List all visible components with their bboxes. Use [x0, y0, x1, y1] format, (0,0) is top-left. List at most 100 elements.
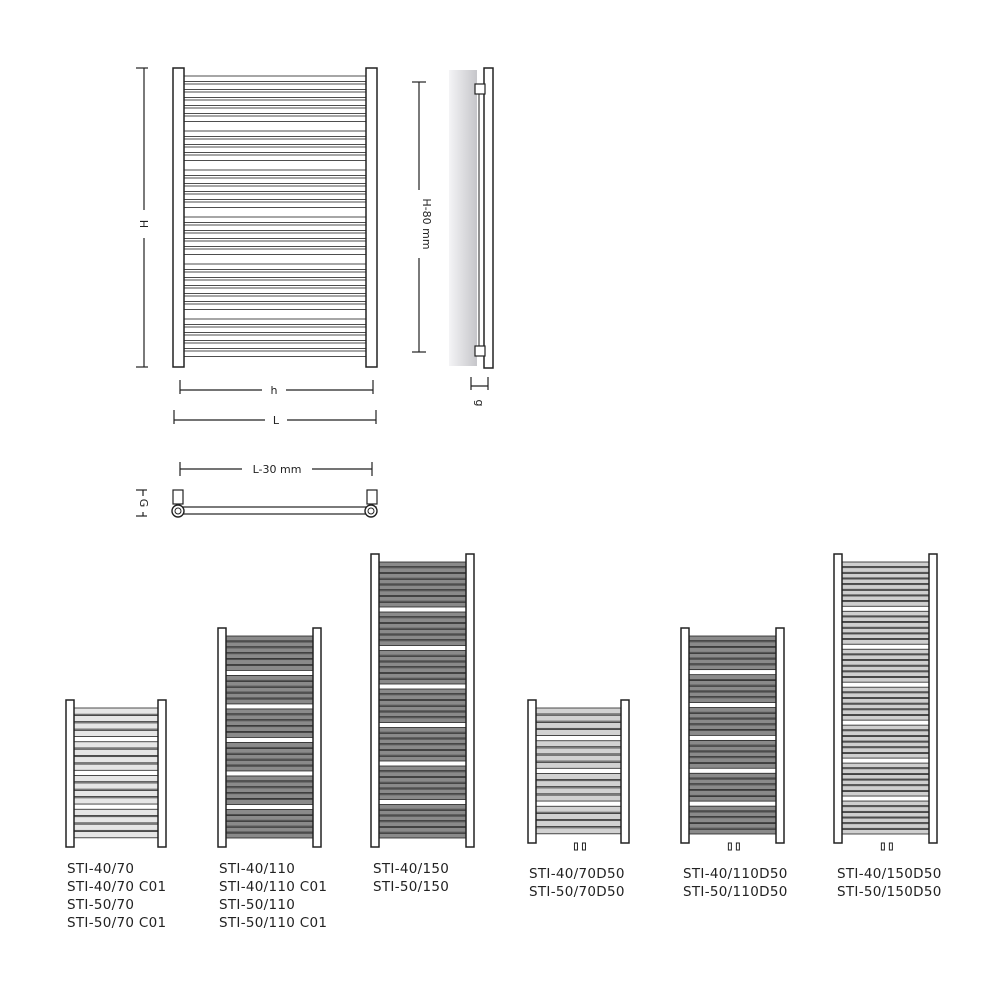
side-view-radiator	[449, 67, 494, 369]
rail	[378, 634, 467, 641]
model-code: STI-40/110D50	[683, 866, 788, 882]
rail	[378, 640, 467, 646]
rail	[183, 216, 367, 223]
rail	[535, 827, 622, 835]
rail	[688, 772, 777, 779]
rail	[225, 708, 314, 715]
rail	[378, 590, 467, 596]
rail	[688, 685, 777, 692]
rail	[378, 617, 467, 623]
rail	[688, 778, 777, 785]
rail	[841, 747, 930, 753]
rail	[73, 831, 159, 839]
rail	[225, 742, 314, 748]
rail	[535, 707, 622, 715]
depth-dimension	[470, 377, 489, 390]
rail	[535, 721, 622, 729]
rail	[183, 193, 367, 200]
total-width-label: L	[273, 414, 280, 427]
rail	[183, 107, 367, 114]
left-column	[680, 627, 690, 844]
rail	[225, 635, 314, 642]
valve-icon	[581, 842, 586, 851]
rail	[378, 732, 467, 739]
rail	[378, 700, 467, 706]
right-column	[365, 67, 378, 368]
rail	[73, 808, 159, 816]
rail	[378, 765, 467, 772]
right-column	[620, 699, 630, 844]
rail	[688, 652, 777, 659]
right-column	[928, 553, 938, 844]
model-list-5: STI-40/110D50 STI-50/110D50	[683, 865, 788, 901]
model-code: STI-40/150	[373, 861, 450, 877]
rail	[841, 736, 930, 742]
rail	[378, 650, 467, 656]
rail	[535, 754, 622, 762]
left-column	[527, 699, 537, 844]
inner-width-label: h	[271, 384, 278, 397]
rail	[183, 326, 367, 333]
rail	[841, 622, 930, 628]
rail	[688, 745, 777, 752]
rail	[183, 240, 367, 247]
rail	[378, 673, 467, 679]
rail	[378, 655, 467, 662]
rail	[225, 799, 314, 805]
radiator-sti-110d50	[680, 627, 785, 851]
rail	[225, 680, 314, 687]
fixing-width-label: L-30 mm	[253, 463, 302, 476]
rail	[225, 753, 314, 760]
rail	[73, 816, 159, 824]
rail	[378, 804, 467, 810]
top-view-fixing	[171, 489, 378, 518]
model-code: STI-40/70D50	[529, 866, 625, 882]
model-thumbnails	[65, 553, 938, 851]
rail	[535, 761, 622, 769]
model-code: STI-40/70	[67, 861, 135, 877]
rail	[183, 303, 367, 310]
rail	[841, 567, 930, 573]
rail	[225, 714, 314, 721]
front-view-radiator	[172, 67, 378, 368]
rail	[183, 232, 367, 239]
rail	[183, 91, 367, 98]
rail	[688, 795, 777, 802]
rail	[841, 616, 930, 622]
rail	[225, 732, 314, 738]
rail	[378, 777, 467, 783]
rail	[535, 794, 622, 802]
rail	[688, 674, 777, 680]
rail	[688, 707, 777, 713]
rail	[688, 739, 777, 746]
rail	[73, 707, 159, 715]
rail	[535, 820, 622, 828]
valve-icon	[727, 842, 732, 851]
rail	[688, 641, 777, 647]
rail	[378, 601, 467, 608]
rail	[73, 756, 159, 764]
rail	[841, 572, 930, 579]
model-code: STI-50/110 C01	[219, 915, 328, 931]
left-column	[172, 67, 185, 368]
rail	[225, 692, 314, 699]
rail	[841, 589, 930, 596]
rail	[73, 775, 159, 783]
rail	[841, 578, 930, 585]
rail	[378, 561, 467, 568]
rail	[378, 678, 467, 685]
rail	[225, 659, 314, 665]
rail	[225, 781, 314, 788]
rail	[225, 775, 314, 782]
rail	[535, 773, 622, 780]
rail	[378, 794, 467, 800]
rail	[688, 790, 777, 796]
radiator-sti-150	[370, 553, 475, 848]
rail	[378, 755, 467, 762]
rail	[378, 623, 467, 629]
rail	[183, 248, 367, 255]
rail	[688, 751, 777, 758]
wall-gap-label: G	[137, 499, 150, 508]
rail	[841, 633, 930, 639]
rail	[535, 714, 622, 722]
